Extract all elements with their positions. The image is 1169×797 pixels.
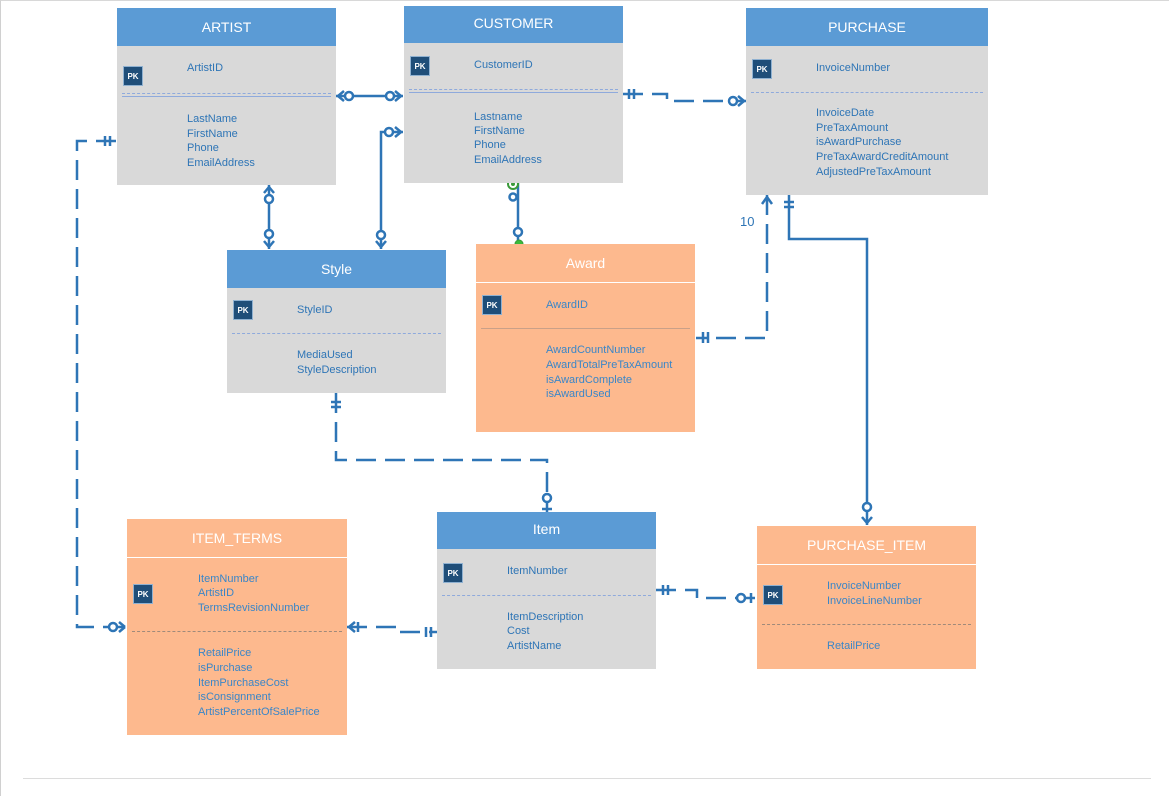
attribute: ItemPurchaseCost <box>198 677 289 689</box>
rel-artist-itemterms <box>75 139 127 629</box>
divider <box>122 96 331 97</box>
pk-badge: PK <box>410 56 430 76</box>
rel-purchase-purchaseitem <box>787 195 869 525</box>
attribute: LastName <box>187 113 238 125</box>
divider <box>762 624 971 625</box>
key-attribute: ItemNumber <box>198 573 259 585</box>
entity-title: Award <box>476 244 695 283</box>
key-attribute: TermsRevisionNumber <box>198 602 310 614</box>
pk-badge: PK <box>133 584 153 604</box>
key-attribute: AwardID <box>546 299 588 311</box>
key-attribute: InvoiceLineNumber <box>827 595 922 607</box>
attribute: AdjustedPreTaxAmount <box>816 166 931 178</box>
entity-style[interactable]: Style PK StyleID MediaUsed StyleDescript… <box>227 250 446 393</box>
entity-title: ARTIST <box>117 8 336 46</box>
entity-item-terms[interactable]: ITEM_TERMS PK ItemNumber ArtistID TermsR… <box>127 519 347 735</box>
entity-title: CUSTOMER <box>404 6 623 43</box>
key-attribute: InvoiceNumber <box>827 580 901 592</box>
attribute: InvoiceDate <box>816 107 875 119</box>
entity-customer[interactable]: CUSTOMER PK CustomerID Lastname FirstNam… <box>404 6 623 183</box>
key-attribute: ItemNumber <box>507 565 568 577</box>
attribute: RetailPrice <box>198 647 252 659</box>
attribute: isAwardPurchase <box>816 136 902 148</box>
divider <box>132 631 342 632</box>
attribute: StyleDescription <box>297 364 377 376</box>
key-attribute: ArtistID <box>198 587 235 599</box>
attribute: MediaUsed <box>297 349 353 361</box>
entity-artist[interactable]: ARTIST PK ArtistID LastName FirstName Ph… <box>117 8 336 185</box>
entity-title: Item <box>437 512 656 549</box>
bottom-divider <box>23 778 1151 779</box>
pk-badge: PK <box>763 585 783 605</box>
key-attribute: ArtistID <box>187 62 224 74</box>
key-attribute: InvoiceNumber <box>816 62 890 74</box>
attribute: EmailAddress <box>474 154 542 166</box>
attribute: isAwardComplete <box>546 374 633 386</box>
entity-title: ITEM_TERMS <box>127 519 347 558</box>
rel-customer-purchase <box>623 92 746 103</box>
entity-title: Style <box>227 250 446 288</box>
attribute: PreTaxAwardCreditAmount <box>816 151 949 163</box>
attribute: PreTaxAmount <box>816 122 889 134</box>
entity-award[interactable]: Award PK AwardID AwardCountNumber AwardT… <box>476 244 695 432</box>
rel-purchase-award <box>696 195 769 340</box>
attribute: isPurchase <box>198 662 253 674</box>
attribute: AwardCountNumber <box>546 344 646 356</box>
entity-purchase[interactable]: PURCHASE PK InvoiceNumber InvoiceDate Pr… <box>746 8 988 195</box>
divider <box>751 92 983 93</box>
attribute: AwardTotalPreTaxAmount <box>546 359 673 371</box>
pk-badge: PK <box>482 295 502 315</box>
attribute: Phone <box>187 142 219 154</box>
divider <box>481 328 690 329</box>
cardinality-label: 10 <box>740 214 755 229</box>
divider <box>409 92 618 93</box>
rel-customer-style <box>379 130 403 249</box>
rel-style-item <box>334 393 549 512</box>
attribute: isAwardUsed <box>546 388 611 400</box>
divider <box>409 89 618 90</box>
key-attribute: CustomerID <box>474 59 533 71</box>
divider <box>122 93 331 94</box>
entity-title: PURCHASE <box>746 8 988 46</box>
attribute: ItemDescription <box>507 611 584 623</box>
pk-badge: PK <box>233 300 253 320</box>
divider <box>442 595 651 596</box>
entity-title: PURCHASE_ITEM <box>757 526 976 565</box>
rel-itemterms-item <box>347 625 437 634</box>
pk-badge: PK <box>752 59 772 79</box>
rel-item-purchaseitem <box>656 588 757 600</box>
attribute: Phone <box>474 139 506 151</box>
attribute: FirstName <box>474 125 525 137</box>
attribute: isConsignment <box>198 691 271 703</box>
attribute: EmailAddress <box>187 157 255 169</box>
pk-badge: PK <box>443 563 463 583</box>
key-attribute: StyleID <box>297 304 333 316</box>
entity-purchase-item[interactable]: PURCHASE_ITEM PK InvoiceNumber InvoiceLi… <box>757 526 976 669</box>
attribute: Lastname <box>474 111 523 123</box>
attribute: RetailPrice <box>827 640 881 652</box>
divider <box>232 333 441 334</box>
attribute: ArtistName <box>507 640 562 652</box>
entity-item[interactable]: Item PK ItemNumber ItemDescription Cost … <box>437 512 656 669</box>
pk-badge: PK <box>123 66 143 86</box>
attribute: ArtistPercentOfSalePrice <box>198 706 320 718</box>
attribute: Cost <box>507 625 530 637</box>
attribute: FirstName <box>187 128 238 140</box>
